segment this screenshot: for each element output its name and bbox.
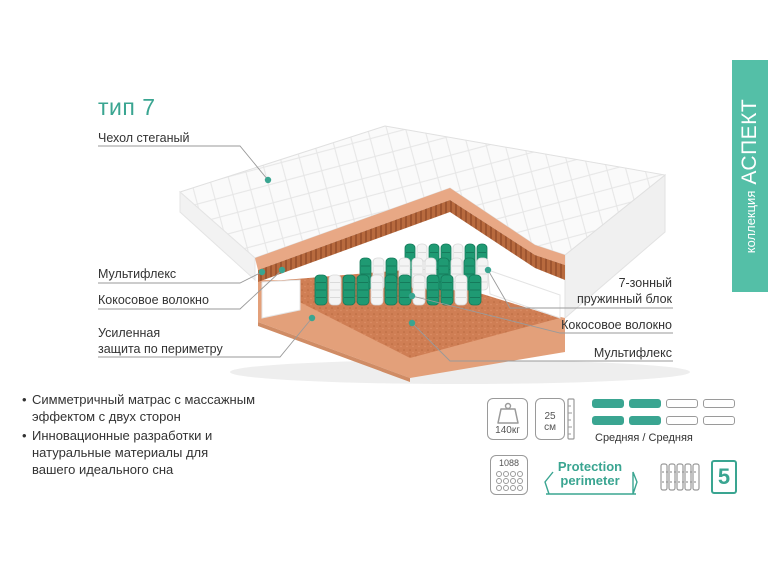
label-multiflex-left: Мультифлекс xyxy=(98,267,177,281)
feature-text: Симметричный матрас с массажным xyxy=(32,392,256,407)
collection-tab: коллекция АСПЕКТ xyxy=(732,60,768,292)
protection-label: Protection xyxy=(557,459,623,474)
label-coconut-right: Кокосовое волокно xyxy=(561,318,672,332)
firmness-bar-empty xyxy=(703,416,735,425)
label-reinforced-2: защита по периметру xyxy=(98,342,223,356)
label-cover: Чехол стеганый xyxy=(98,131,190,145)
height-unit: см xyxy=(544,422,556,433)
firmness-label: Средняя / Средняя xyxy=(595,432,693,444)
bullet-dot: • xyxy=(22,428,27,443)
feature-list: • Симметричный матрас с массажным эффект… xyxy=(22,391,292,480)
perimeter-foam-left xyxy=(261,279,301,319)
perimeter-frame-icon xyxy=(544,471,638,495)
leader-lines xyxy=(98,145,673,362)
spring-block xyxy=(314,243,489,306)
firmness-bar-empty xyxy=(666,416,698,425)
mattress-side-left xyxy=(179,190,256,282)
weight-badge: 140кг xyxy=(487,398,528,440)
feature-text: натуральные материалы для xyxy=(32,445,209,460)
model-title: тип 7 xyxy=(98,94,156,120)
zones-badge: 5 xyxy=(711,460,737,494)
spring-profile-icon xyxy=(660,463,700,491)
height-badge: 25 см xyxy=(535,398,565,440)
label-multiflex-right: Мультифлекс xyxy=(593,346,672,360)
springs-count-badge: 1088 xyxy=(490,455,528,495)
bullet-dot: • xyxy=(22,392,27,407)
protection-perimeter-badge: Protection perimeter xyxy=(549,460,631,488)
weight-icon xyxy=(497,402,519,424)
perimeter-foam-right xyxy=(487,269,561,319)
back-multiflex-band xyxy=(255,188,565,270)
firmness-bar-filled xyxy=(629,416,661,425)
label-springs-1: 7-зонный xyxy=(618,276,672,290)
leader-dots xyxy=(258,176,492,327)
firmness-bar-filled xyxy=(592,416,624,425)
firmness-bar-empty xyxy=(666,399,698,408)
height-value: 25 xyxy=(544,411,556,422)
feature-text: эффектом с двух сторон xyxy=(32,409,181,424)
springs-count: 1088 xyxy=(498,458,520,468)
back-coir-band xyxy=(258,200,565,282)
firmness-bar-empty xyxy=(703,399,735,408)
firmness-indicator xyxy=(592,399,740,429)
zones-count: 5 xyxy=(717,464,731,489)
firmness-bar-filled xyxy=(592,399,624,408)
weight-value: 140кг xyxy=(495,425,520,436)
label-reinforced-1: Усиленная xyxy=(98,326,161,340)
perimeter-label: perimeter xyxy=(560,473,620,488)
mattress-shadow xyxy=(230,360,690,384)
feature-text: вашего идеального сна xyxy=(32,462,174,477)
feature-item: • Инновационные разработки и натуральные… xyxy=(22,427,292,478)
feature-text: Инновационные разработки и xyxy=(32,428,213,443)
springs-grid-icon xyxy=(496,471,523,491)
label-springs-2: пружинный блок xyxy=(576,292,672,306)
firmness-bar-filled xyxy=(629,399,661,408)
feature-item: • Симметричный матрас с массажным эффект… xyxy=(22,391,292,425)
height-ruler-icon xyxy=(567,398,575,440)
label-coconut-left: Кокосовое волокно xyxy=(98,293,209,307)
